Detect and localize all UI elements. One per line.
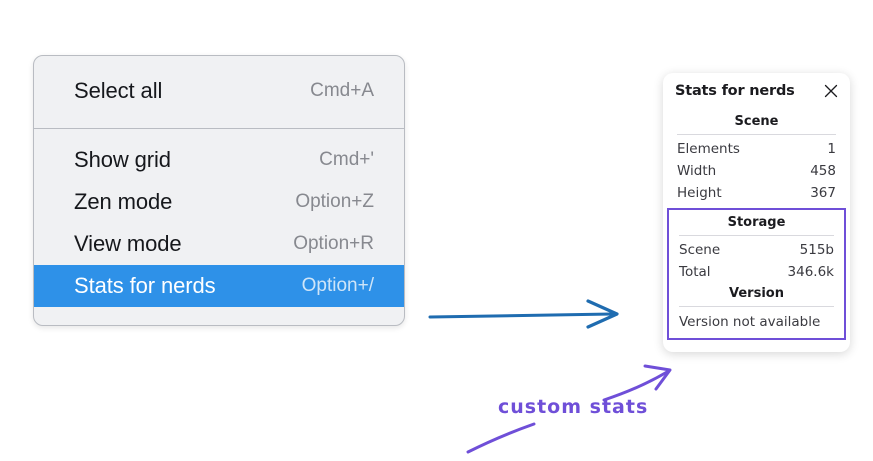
section-divider xyxy=(679,306,834,307)
menu-item-shortcut: Option+R xyxy=(293,233,374,254)
stat-key: Height xyxy=(677,185,722,201)
menu-item-label: Show grid xyxy=(74,147,171,172)
section-divider xyxy=(679,235,834,236)
stat-value: 346.6k xyxy=(787,264,834,280)
menu-item-zen-mode[interactable]: Zen mode Option+Z xyxy=(34,181,404,223)
stat-key: Elements xyxy=(677,141,740,157)
menu-footer-spacer xyxy=(34,307,404,325)
menu-item-shortcut: Option+Z xyxy=(295,191,374,212)
stat-row: Scene 515b xyxy=(677,239,836,261)
menu-item-stats-for-nerds[interactable]: Stats for nerds Option+/ xyxy=(34,265,404,307)
menu-group-primary: Select all Cmd+A xyxy=(34,56,404,128)
stat-value: 458 xyxy=(810,163,836,179)
stat-key: Width xyxy=(677,163,717,179)
stat-value: 1 xyxy=(827,141,836,157)
stat-key: Total xyxy=(679,264,711,280)
menu-item-label: Stats for nerds xyxy=(74,273,216,298)
stats-section-version: Version Version not available xyxy=(677,283,836,332)
section-heading-storage: Storage xyxy=(727,215,786,230)
stats-section-storage: Storage Scene 515b Total 346.6k xyxy=(677,212,836,283)
stat-value: 367 xyxy=(810,185,836,201)
flow-arrow xyxy=(428,299,619,329)
stat-row: Elements 1 xyxy=(675,138,838,160)
stats-section-scene: Scene Elements 1 Width 458 Height 367 xyxy=(675,111,838,204)
custom-stats-arrow-upper xyxy=(602,364,672,402)
canvas-context-menu[interactable]: Select all Cmd+A Show grid Cmd+' Zen mod… xyxy=(33,55,405,326)
stat-row: Height 367 xyxy=(675,182,838,204)
version-not-available-text: Version not available xyxy=(679,314,821,330)
menu-item-view-mode[interactable]: View mode Option+R xyxy=(34,223,404,265)
section-heading-version: Version xyxy=(729,286,784,301)
section-heading-scene: Scene xyxy=(734,114,779,129)
menu-item-label: Select all xyxy=(74,78,163,103)
menu-item-shortcut: Option+/ xyxy=(301,275,374,296)
stats-panel-header: Stats for nerds xyxy=(675,83,838,99)
custom-stats-highlight-box: Storage Scene 515b Total 346.6k Version … xyxy=(667,208,846,340)
stat-row: Width 458 xyxy=(675,160,838,182)
menu-group-view: Show grid Cmd+' Zen mode Option+Z View m… xyxy=(34,129,404,307)
menu-item-select-all[interactable]: Select all Cmd+A xyxy=(34,70,404,112)
stat-key: Scene xyxy=(679,242,721,258)
menu-separator xyxy=(34,128,404,129)
menu-item-label: Zen mode xyxy=(74,189,173,214)
stats-panel-title: Stats for nerds xyxy=(675,83,795,99)
menu-item-label: View mode xyxy=(74,231,182,256)
custom-stats-arrow-lower xyxy=(466,422,536,454)
stat-row: Total 346.6k xyxy=(677,261,836,283)
menu-item-shortcut: Cmd+A xyxy=(310,80,374,101)
close-icon[interactable] xyxy=(824,84,838,98)
section-divider xyxy=(677,134,836,135)
stats-for-nerds-panel[interactable]: Stats for nerds Scene Elements 1 Width 4… xyxy=(663,73,850,352)
stat-value: 515b xyxy=(799,242,834,258)
custom-stats-annotation-label: custom stats xyxy=(498,396,649,418)
menu-item-shortcut: Cmd+' xyxy=(319,149,374,170)
menu-item-show-grid[interactable]: Show grid Cmd+' xyxy=(34,139,404,181)
